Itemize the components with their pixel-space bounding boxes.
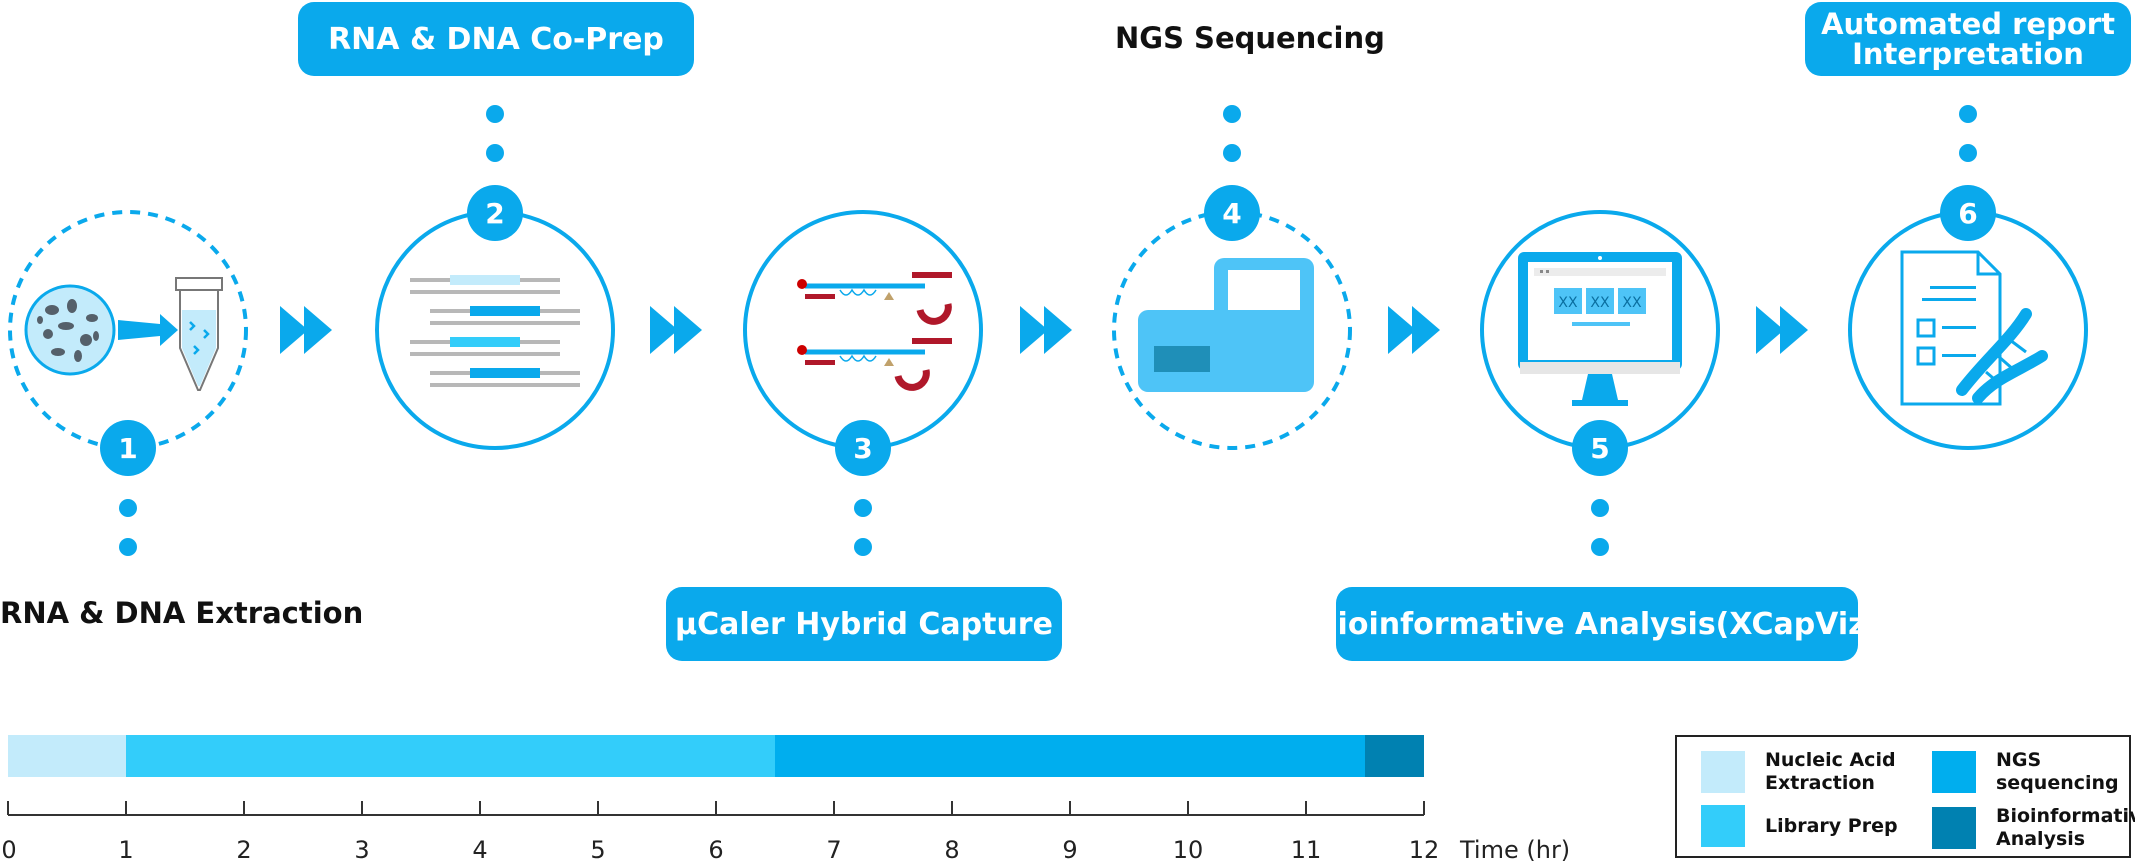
step-1-label: RNA & DNA Extraction	[0, 596, 364, 630]
step-number-badge	[100, 420, 156, 476]
x-axis-tick-label: 4	[472, 836, 488, 864]
x-axis-tick-label: 2	[236, 836, 252, 864]
step-number-badge	[1204, 185, 1260, 241]
x-axis-tick-label: 0	[1, 836, 17, 864]
step-number-badge	[1940, 185, 1996, 241]
arrow-icon	[280, 306, 332, 354]
step-6-label-line1: Automated report	[1821, 6, 2115, 41]
step-number-badge	[467, 185, 523, 241]
arrow-icon	[650, 306, 702, 354]
connector-dots	[119, 105, 1977, 556]
legend-item-nucleic-acid-extraction: Nucleic Acid Extraction	[1701, 749, 1896, 795]
legend-item-ngs-sequencing: NGS sequencing	[1932, 749, 2119, 795]
step-6-label-line2: Interpretation	[1852, 37, 2084, 71]
x-axis-tick-label: 8	[944, 836, 960, 864]
step-number: 2	[485, 197, 504, 230]
x-axis-ticks	[7, 801, 1425, 815]
legend-swatch	[1701, 805, 1745, 847]
dna-library-icon	[410, 275, 580, 387]
step-3-circle	[743, 210, 983, 450]
step-number: 1	[118, 432, 137, 465]
x-axis-tick-label: 12	[1408, 836, 1440, 864]
report-dna-icon	[1900, 250, 2048, 406]
timeline-segment-bioinformative-analysis	[1365, 735, 1424, 777]
step-5-label: Bioinformative Analysis(XCapViz)	[1315, 587, 1879, 661]
legend-item-library-prep: Library Prep	[1701, 805, 1898, 847]
x-axis-tick-label: 7	[826, 836, 842, 864]
timeline-segment-library-prep	[126, 735, 775, 777]
screen-tile-text: XX	[1590, 295, 1610, 311]
screen-tile	[1618, 288, 1646, 314]
x-axis-tick-label: 9	[1062, 836, 1078, 864]
step-2-label: RNA & DNA Co-Prep	[298, 2, 694, 76]
step-number: 6	[1958, 197, 1977, 230]
legend-swatch	[1932, 806, 1976, 849]
legend: Nucleic Acid Extraction NGS sequencing L…	[1675, 735, 2135, 858]
step-2-circle	[375, 210, 615, 450]
x-axis-tick-label: 10	[1172, 836, 1204, 864]
x-axis-tick-label: 11	[1290, 836, 1322, 864]
legend-label: NGS sequencing	[1996, 749, 2119, 794]
step-4-circle	[1112, 210, 1352, 450]
timeline-segment-nucleic-acid-extraction	[8, 735, 126, 777]
legend-swatch	[1701, 750, 1745, 793]
legend-label: Nucleic Acid Extraction	[1765, 749, 1896, 794]
monitor-icon	[1518, 252, 1682, 406]
legend-swatch	[1932, 750, 1976, 793]
timeline-bar	[8, 735, 1424, 777]
arrow-icon	[1388, 306, 1440, 354]
step-number-badge	[835, 420, 891, 476]
screen-tile-text: XX	[1622, 295, 1642, 311]
step-3-label: μCaler Hybrid Capture	[666, 587, 1062, 661]
x-axis-title: Time (hr)	[1460, 836, 1571, 864]
step-number: 4	[1222, 197, 1241, 230]
step-number: 3	[853, 432, 872, 465]
screen-tile	[1586, 288, 1614, 314]
step-4-label: NGS Sequencing	[1115, 21, 1385, 55]
legend-label: Library Prep	[1765, 814, 1898, 837]
screen-tile	[1554, 288, 1582, 314]
screen-tiles: XX XX XX	[1554, 288, 1646, 326]
screen-tile-text: XX	[1558, 295, 1578, 311]
legend-item-bioinformative-analysis: Bioinformative Analysis	[1932, 805, 2135, 851]
hybrid-capture-icon	[797, 272, 952, 391]
x-axis-tick-label: 6	[708, 836, 724, 864]
timeline-segment-ngs-sequencing	[775, 735, 1365, 777]
arrow-icon	[1756, 306, 1808, 354]
sequencer-icon	[1138, 258, 1314, 392]
step-number: 5	[1590, 432, 1609, 465]
x-axis-tick-label: 1	[118, 836, 134, 864]
legend-label: Bioinformative Analysis	[1996, 805, 2135, 850]
x-axis-tick-label: 5	[590, 836, 606, 864]
sample-to-tube-icon	[24, 277, 223, 391]
arrow-icon	[1020, 306, 1072, 354]
step-number-badge	[1572, 420, 1628, 476]
step-6-label: Automated report Interpretation	[1805, 2, 2131, 76]
x-axis-tick-label: 3	[354, 836, 370, 864]
